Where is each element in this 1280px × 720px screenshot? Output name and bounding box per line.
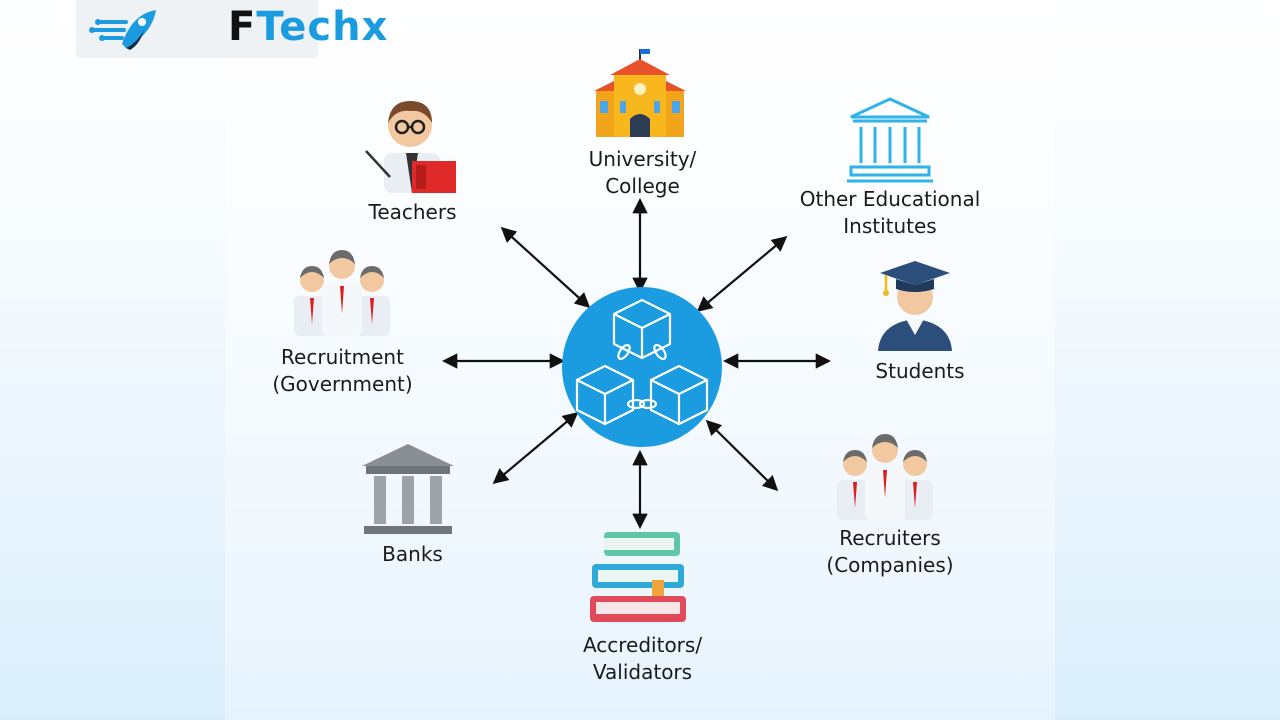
- label-university: University/ College: [588, 147, 697, 198]
- blockchain-icon[interactable]: [562, 287, 722, 447]
- arrow-other-institutes: [696, 236, 788, 312]
- arrow-recruiters: [705, 419, 779, 492]
- graduate-icon: [878, 261, 952, 351]
- books-icon: [590, 532, 686, 622]
- label-recruitment-gov: Recruitment (Government): [272, 345, 413, 396]
- label-teachers: Teachers: [368, 200, 457, 224]
- label-accreditors: Accreditors/ Validators: [582, 633, 703, 684]
- institution-icon: [847, 97, 933, 183]
- university-icon: [594, 49, 686, 137]
- brand-rest: Techx: [256, 4, 389, 50]
- label-other-institutes: Other Educational Institutes: [799, 187, 981, 238]
- label-recruiters: Recruiters (Companies): [826, 526, 954, 577]
- teacher-icon: [365, 101, 456, 193]
- brand-prefix: F: [228, 4, 257, 50]
- brand-logo[interactable]: FTechx: [76, 0, 387, 58]
- label-banks: Banks: [382, 542, 443, 566]
- recruiters-group-icon: [837, 434, 933, 520]
- arrow-banks: [492, 412, 579, 484]
- brand-name: FTechx: [228, 4, 388, 50]
- arrow-teachers: [500, 226, 591, 309]
- officials-group-icon: [294, 250, 390, 336]
- bank-icon: [362, 444, 454, 534]
- rocket-icon: [89, 10, 156, 50]
- label-students: Students: [875, 359, 965, 383]
